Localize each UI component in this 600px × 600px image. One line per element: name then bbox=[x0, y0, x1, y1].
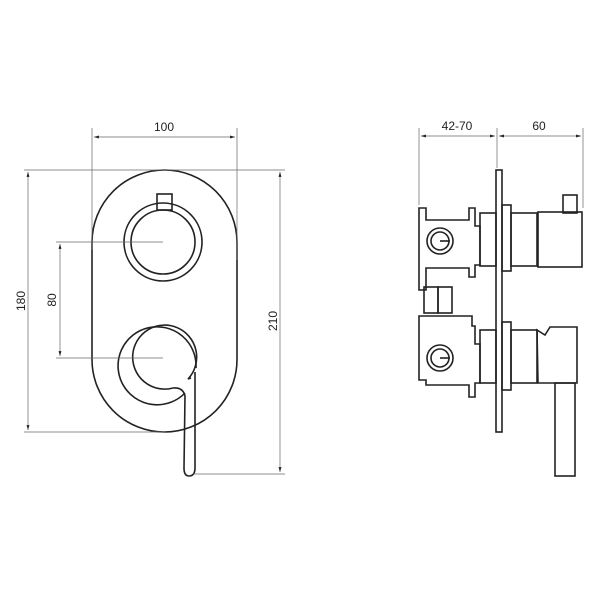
side-lever bbox=[554, 382, 576, 477]
front-view bbox=[91, 169, 238, 477]
side-dimensions: 42-70 60 bbox=[418, 119, 584, 208]
dim-total-height-label: 210 bbox=[266, 311, 280, 331]
dim-projection-label: 60 bbox=[532, 119, 546, 133]
upper-knob bbox=[123, 193, 203, 282]
dim-plate-height-label: 180 bbox=[14, 291, 28, 311]
side-cover-plate bbox=[495, 169, 503, 433]
dim-knob-spacing-label: 80 bbox=[45, 293, 59, 307]
dim-wall-depth-label: 42-70 bbox=[442, 119, 473, 133]
side-view bbox=[418, 169, 583, 477]
front-dimensions: 100 180 80 210 bbox=[14, 120, 285, 475]
dim-width-label: 100 bbox=[154, 120, 174, 134]
lower-lever-handle bbox=[117, 324, 198, 477]
knob-indicator-tab bbox=[156, 193, 173, 211]
